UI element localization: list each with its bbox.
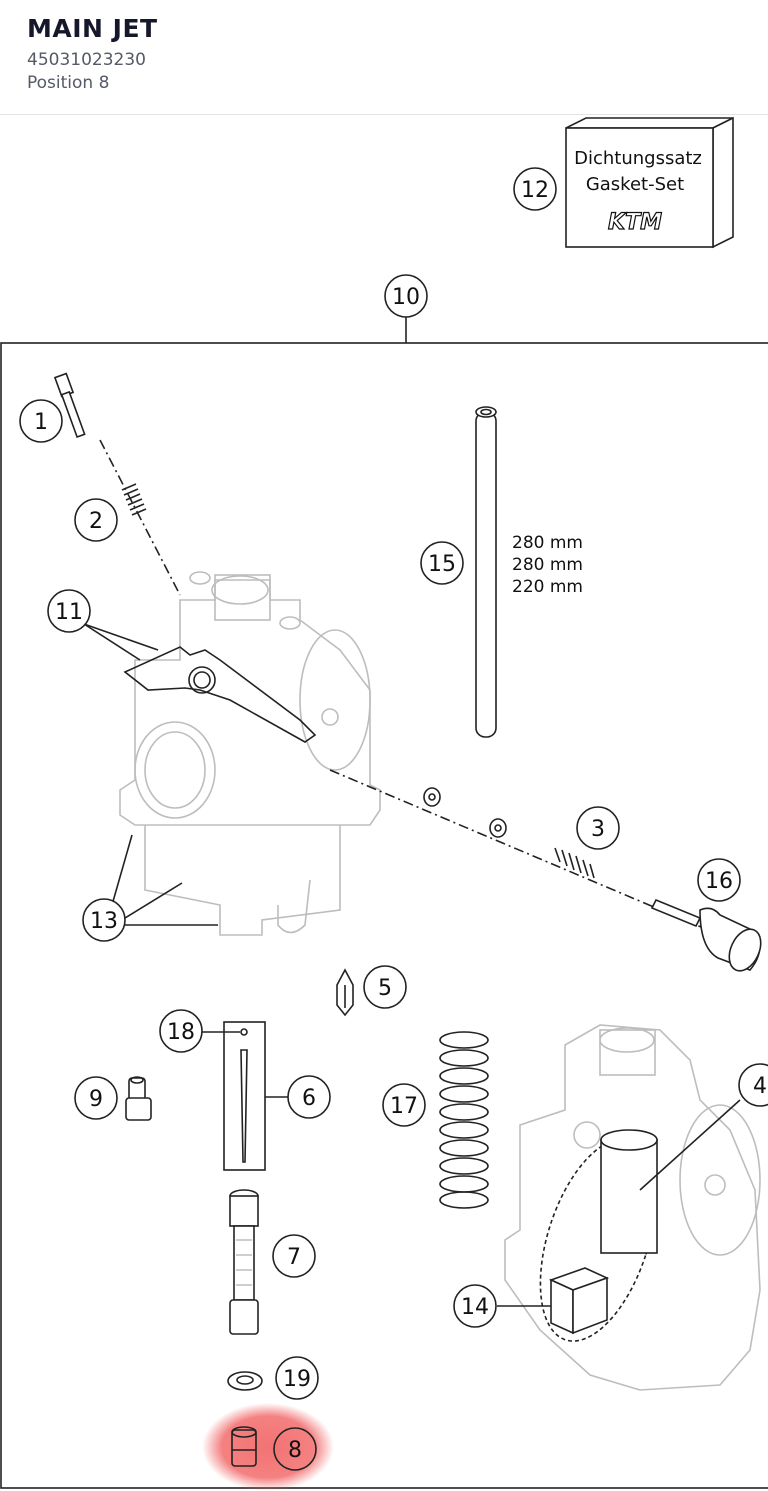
callout-3[interactable]: 3 — [576, 806, 620, 850]
svg-text:1: 1 — [34, 410, 48, 435]
svg-text:10: 10 — [392, 285, 420, 310]
tube-length-1: 280 mm — [512, 533, 583, 553]
screw-part-1[interactable] — [53, 372, 86, 439]
block-part-14[interactable] — [548, 1267, 610, 1335]
tube-length-3: 220 mm — [512, 577, 583, 597]
svg-text:18: 18 — [167, 1020, 195, 1045]
idle-screw-part-16[interactable] — [650, 898, 767, 976]
callout-6[interactable]: 6 — [287, 1075, 331, 1119]
svg-text:19: 19 — [283, 1367, 311, 1392]
callout-11[interactable]: 11 — [47, 589, 91, 633]
washer-part-19[interactable] — [227, 1371, 263, 1391]
highlight-part-8 — [202, 1403, 334, 1491]
needle-jet-part-7[interactable] — [229, 1189, 259, 1335]
callout-1[interactable]: 1 — [19, 399, 63, 443]
tube-part-15[interactable] — [475, 406, 497, 738]
callout-15[interactable]: 15 — [420, 541, 464, 585]
callout-12[interactable]: 12 — [513, 167, 557, 211]
svg-text:3: 3 — [591, 817, 605, 842]
jet-part-9[interactable] — [125, 1076, 152, 1121]
callout-8[interactable]: 8 — [273, 1427, 317, 1471]
gasket-box-line1: Dichtungssatz — [574, 148, 702, 169]
callout-13[interactable]: 13 — [82, 898, 126, 942]
carburetor-body-2 — [504, 1024, 761, 1391]
callout-17[interactable]: 17 — [382, 1083, 426, 1127]
svg-text:2: 2 — [89, 509, 103, 534]
gasket-set-box[interactable]: Dichtungssatz Gasket-Set KTM — [565, 116, 734, 249]
callout-14[interactable]: 14 — [453, 1284, 497, 1328]
svg-text:15: 15 — [428, 552, 456, 577]
washer-part[interactable] — [423, 787, 441, 807]
svg-text:8: 8 — [288, 1438, 302, 1463]
spring-part-3[interactable] — [554, 847, 595, 879]
svg-text:4: 4 — [753, 1074, 767, 1099]
svg-text:6: 6 — [302, 1086, 316, 1111]
callout-16[interactable]: 16 — [697, 858, 741, 902]
dashed-outline — [539, 1138, 657, 1342]
tube-length-2: 280 mm — [512, 555, 583, 575]
part-header: MAIN JET 45031023230 Position 8 — [0, 0, 768, 115]
assembly-frame — [0, 342, 768, 1489]
callout-19[interactable]: 19 — [275, 1356, 319, 1400]
spring-part-17[interactable] — [439, 1031, 489, 1209]
main-jet-part-8[interactable] — [231, 1426, 257, 1467]
gasket-box-line2: Gasket-Set — [586, 174, 684, 195]
position-label: Position 8 — [27, 73, 110, 93]
svg-text:17: 17 — [390, 1094, 418, 1119]
svg-text:5: 5 — [378, 976, 392, 1001]
float-needle-part-5[interactable] — [336, 968, 354, 1017]
svg-text:12: 12 — [521, 178, 549, 203]
callout-18[interactable]: 18 — [159, 1009, 203, 1053]
slide-part-4[interactable] — [600, 1129, 658, 1254]
washer-part[interactable] — [489, 818, 507, 838]
needle-part-6[interactable] — [240, 1028, 248, 1163]
needle-frame — [223, 1021, 266, 1171]
page-title: MAIN JET — [27, 14, 158, 43]
svg-text:7: 7 — [287, 1245, 301, 1270]
callout-9[interactable]: 9 — [74, 1076, 118, 1120]
callout-5[interactable]: 5 — [363, 965, 407, 1009]
svg-text:11: 11 — [55, 600, 83, 625]
callout-7[interactable]: 7 — [272, 1234, 316, 1278]
carburetor-body — [119, 571, 381, 936]
part-number: 45031023230 — [27, 50, 146, 70]
svg-text:16: 16 — [705, 869, 733, 894]
callout-10[interactable]: 10 — [384, 274, 428, 318]
spring-part-2[interactable] — [121, 483, 147, 516]
callout-4[interactable]: 4 — [738, 1063, 768, 1107]
svg-text:9: 9 — [89, 1087, 103, 1112]
callout-2[interactable]: 2 — [74, 498, 118, 542]
svg-text:14: 14 — [461, 1295, 489, 1320]
svg-text:13: 13 — [90, 909, 118, 934]
ktm-logo: KTM — [608, 210, 662, 235]
